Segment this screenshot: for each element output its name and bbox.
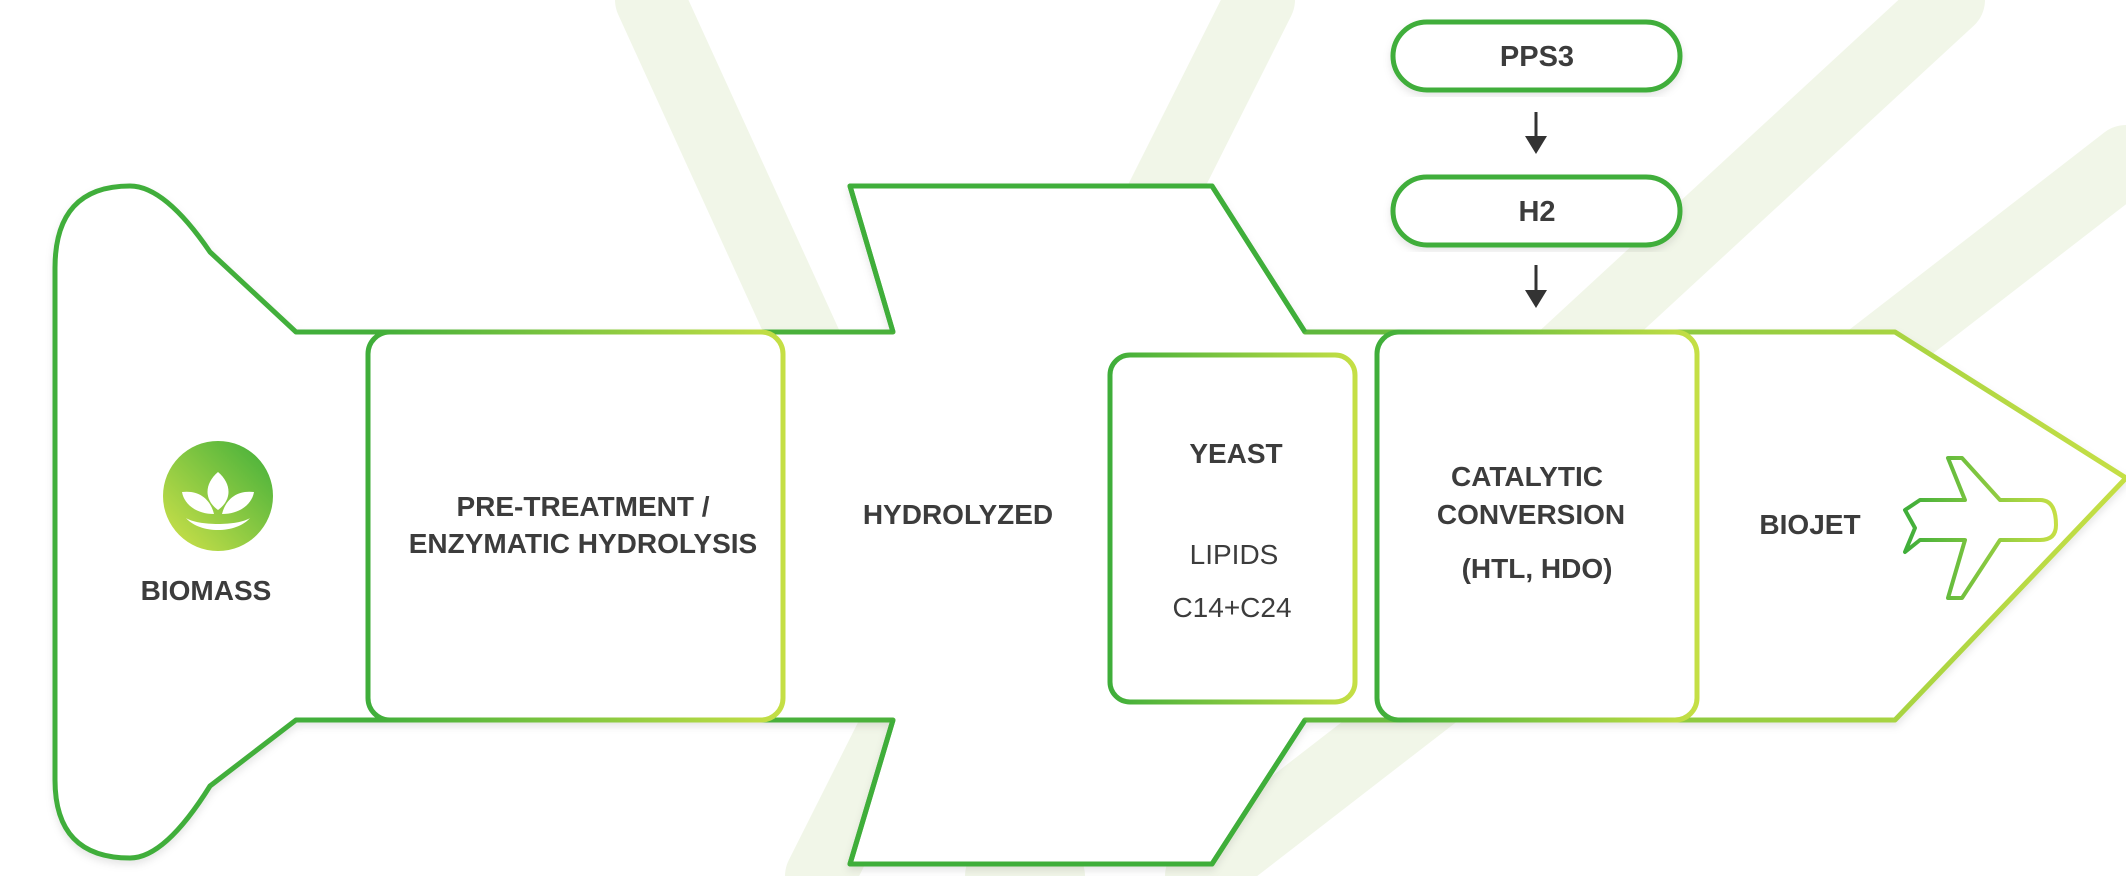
- airplane-icon: [1903, 456, 2058, 600]
- upper-fin: [847, 183, 1308, 334]
- catalytic-box: [1374, 329, 1700, 723]
- lower-fin: [847, 718, 1308, 867]
- pretreatment-label-line1: PRE-TREATMENT /: [456, 491, 709, 522]
- biomass-label: BIOMASS: [141, 575, 272, 606]
- leaf-sprout-icon: [163, 441, 273, 551]
- yeast-box: [1107, 352, 1358, 705]
- catalytic-label-line1: CATALYTIC: [1451, 461, 1603, 492]
- catalytic-label-line2: CONVERSION: [1437, 499, 1625, 530]
- hydrolyzed-label: HYDROLYZED: [863, 499, 1053, 530]
- pps3-label: PPS3: [1500, 41, 1574, 73]
- lipids-range-label: C14+C24: [1172, 592, 1291, 623]
- lipids-label: LIPIDS: [1190, 539, 1279, 570]
- h2-label: H2: [1518, 196, 1555, 228]
- pps3-pill: [1390, 19, 1683, 93]
- catalytic-label-line3: (HTL, HDO): [1462, 553, 1613, 584]
- h2-pill: [1390, 174, 1683, 248]
- pretreatment-label-line2: ENZYMATIC HYDROLYSIS: [409, 528, 757, 559]
- arrow-h2-to-catalytic: [1525, 265, 1547, 308]
- yeast-label: YEAST: [1189, 438, 1282, 469]
- biojet-label: BIOJET: [1759, 509, 1860, 540]
- pretreatment-box: [365, 329, 786, 723]
- arrow-pps3-to-h2: [1525, 112, 1547, 154]
